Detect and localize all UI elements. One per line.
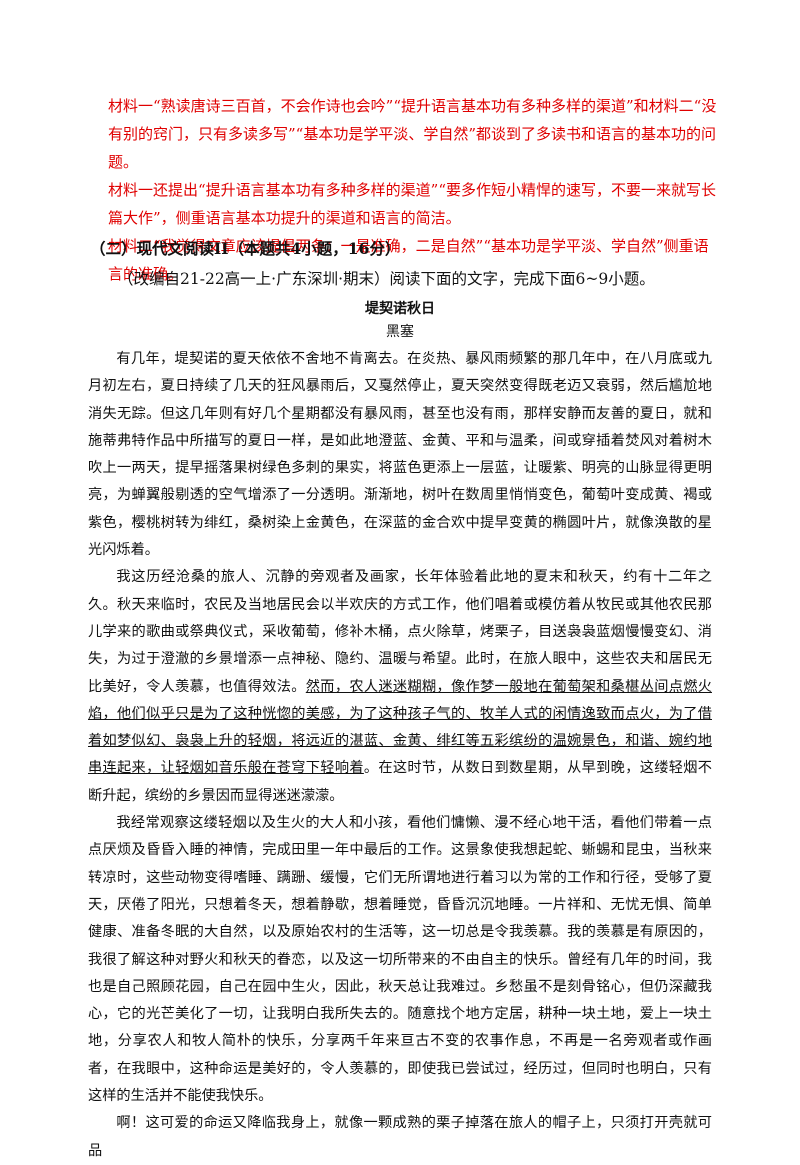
paragraph-1: 有几年，堤契诺的夏天依依不舍地不肯离去。在炎热、暴风雨频繁的那几年中，在八月底或… <box>88 351 712 559</box>
answer-line-2: 材料一还提出“提升语言基本功有多种多样的渠道”“要多作短小精悍的速写，不要一来就… <box>108 181 717 227</box>
paragraph-2-start: 我这历经沧桑的旅人、沉静的旁观者及画家，长年体验着此地的夏末和秋天，约有十二年之… <box>88 569 712 695</box>
paragraph-3: 我经常观察这缕轻烟以及生火的大人和小孩，看他们慵懒、漫不经心地干活，看他们带着一… <box>88 815 712 1105</box>
article-author: 黑塞 <box>386 324 414 340</box>
section-heading: （二）现代文阅读II（本题共4小题，16分） <box>90 239 401 258</box>
underlined-passage: 然而，农人迷迷糊糊，像作梦一般地在葡萄架和桑椹丛间点燃火焰，他们似乎只是为了这种… <box>88 678 712 777</box>
paragraph-4: 啊！这可爱的命运又降临我身上，就像一颗成熟的栗子掉落在旅人的帽子上，只须打开壳就… <box>88 1115 712 1159</box>
paragraph-2: 我这历经沧桑的旅人、沉静的旁观者及画家，长年体验着此地的夏末和秋天，约有十二年之… <box>88 564 712 810</box>
paragraph-2-end: 。在这时节，从数日到数星期，从早到晚，这缕轻烟不断升起，缤纷的乡景因而显得迷迷濛… <box>88 760 712 804</box>
answer-block: 材料一“熟读唐诗三百首，不会作诗也会吟”“提升语言基本功有多种多样的渠道”和材料… <box>108 92 720 288</box>
answer-line-3: 材料二“我觉得文章应该提倡两条：一是准确，二是自然”“基本功是学平淡、学自然”侧… <box>108 237 709 283</box>
answer-line-1: 材料一“熟读唐诗三百首，不会作诗也会吟”“提升语言基本功有多种多样的渠道”和材料… <box>108 97 717 171</box>
article-body: 有几年，堤契诺的夏天依依不舍地不肯离去。在炎热、暴风雨频繁的那几年中，在八月底或… <box>88 346 712 1165</box>
source-note: （改编自21-22高一上·广东深圳·期末）阅读下面的文字，完成下面6~9小题。 <box>118 270 655 288</box>
article-title: 堤契诺秋日 <box>365 301 435 317</box>
